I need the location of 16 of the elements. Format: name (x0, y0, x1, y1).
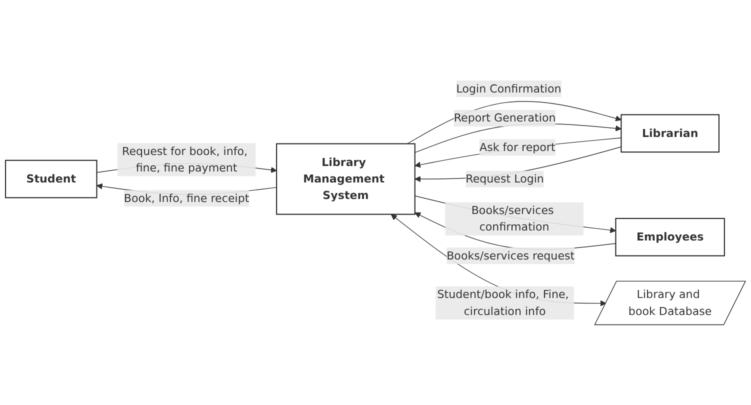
arrow (414, 137, 622, 168)
arrow (390, 214, 606, 306)
arrow (406, 100, 622, 144)
edge-label: Student/book info, Fine, circulation info (437, 288, 569, 318)
edge-label: Report Generation (454, 111, 556, 124)
edge-label: Book, Info, fine receipt (124, 191, 250, 204)
node-box: Employees (615, 218, 725, 256)
node-box: Library Management System (276, 143, 416, 215)
node-box: Librarian (620, 114, 720, 152)
edge-label: Request Login (466, 172, 544, 186)
edge-label: Ask for report (480, 140, 556, 154)
edge-label: Books/services request (446, 248, 575, 262)
edge-label: Books/services confirmation (471, 204, 554, 234)
edge-label: Login Confirmation (456, 82, 562, 95)
node-box: Student (5, 160, 98, 198)
edge-label: Request for book, info, fine, fine payment (122, 144, 248, 174)
